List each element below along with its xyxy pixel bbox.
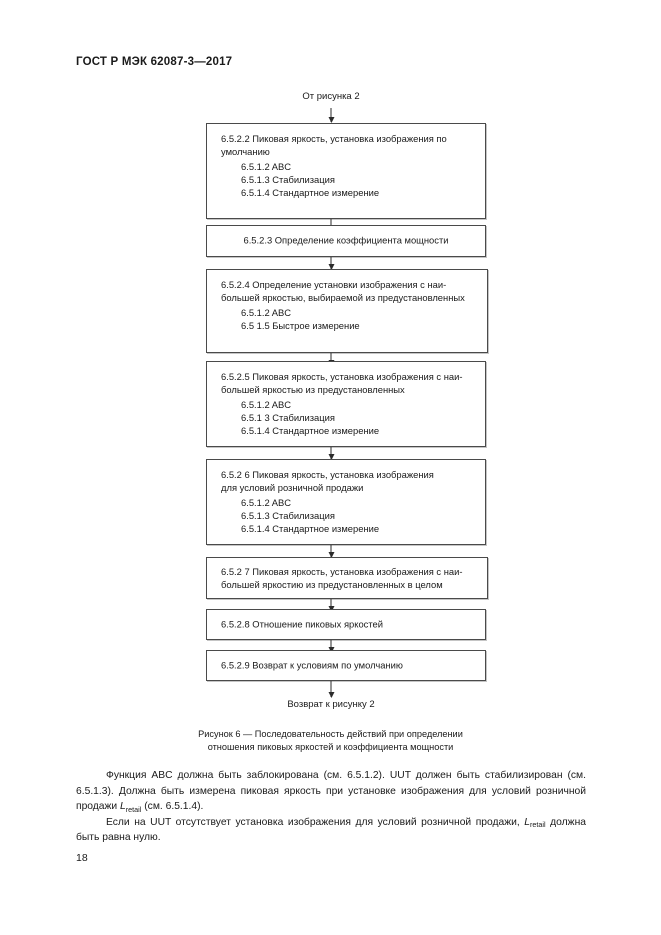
substep-item: 6.5 1.5 Быстрое измерение: [241, 319, 360, 331]
substep-item: 6.5.1.4 Стандартное измерение: [241, 186, 380, 198]
flow-node-title: 6.5.2.3 Определение коэффициента мощност…: [243, 234, 449, 246]
flowchart-entry-label: От рисунка 2: [302, 91, 360, 102]
flowchart-figure: От рисунка 2 6.5.2.2 Пиковая яркость, ус…: [0, 0, 661, 760]
paragraph-1-text-b: (см. 6.5.1.4).: [141, 801, 204, 813]
flow-node-title: 6.5.2 6 Пиковая яркость, установка изобр…: [221, 469, 434, 493]
arrow-node5-to-node6: [330, 545, 332, 557]
paragraph-1-text-a: Функция ABC должна быть заблокирована (с…: [76, 770, 586, 813]
arrow-node8-to-exit: [330, 681, 332, 697]
flow-node-6-5-2-6[interactable]: 6.5.2 6 Пиковая яркость, установка изобр…: [206, 459, 486, 545]
flow-node-6-5-2-2[interactable]: 6.5.2.2 Пиковая яркость, установка изобр…: [206, 123, 486, 219]
arrow-node7-to-node8: [330, 640, 332, 652]
flow-node-title: 6.5.2.8 Отношение пиковых яркостей: [221, 618, 384, 630]
arrow-entry-to-node1: [330, 108, 332, 122]
substep-item: 6.5.1.2 ABC: [241, 497, 292, 508]
paragraph-2: Если на UUT отсутствует установка изобра…: [76, 815, 586, 846]
substep-item: 6.5.1.2 ABC: [241, 161, 292, 172]
flow-node-6-5-2-3[interactable]: 6.5.2.3 Определение коэффициента мощност…: [206, 225, 486, 257]
flow-node-6-5-2-7[interactable]: 6.5.2 7 Пиковая яркость, установка изобр…: [206, 557, 488, 599]
flow-node-substeps: 6.5.1.2 ABC 6.5 1.5 Быстрое измерение: [241, 307, 479, 333]
paragraph-2-text-b: должна быть равна нулю.: [76, 816, 586, 844]
flowchart-exit-label: Возврат к рисунку 2: [287, 699, 375, 710]
symbol-l-retail-2: L: [524, 816, 531, 828]
arrow-node3-to-node4: [330, 353, 332, 365]
substep-item: 6.5.1.3 Стабилизация: [241, 173, 335, 185]
flow-node-substeps: 6.5.1.2 ABC 6.5.1 3 Стабилизация 6.5.1.4…: [241, 399, 477, 438]
substep-item: 6.5.1 3 Стабилизация: [241, 411, 335, 423]
arrow-node4-to-node5: [330, 447, 332, 459]
flow-node-title: 6.5.2.9 Возврат к условиям по умолчанию: [221, 659, 403, 671]
body-text: Функция ABC должна быть заблокирована (с…: [76, 768, 586, 846]
flow-node-title: 6.5.2.5 Пиковая яркость, установка изобр…: [221, 371, 463, 395]
flow-node-6-5-2-8[interactable]: 6.5.2.8 Отношение пиковых яркостей: [206, 609, 486, 640]
flow-node-6-5-2-9[interactable]: 6.5.2.9 Возврат к условиям по умолчанию: [206, 650, 486, 681]
figure-caption-line1: Рисунок 6 — Последовательность действий …: [198, 729, 463, 739]
page-number: 18: [76, 852, 88, 864]
substep-item: 6.5.1.2 ABC: [241, 307, 292, 318]
flow-node-substeps: 6.5.1.2 ABC 6.5.1.3 Стабилизация 6.5.1.4…: [241, 497, 477, 536]
subscript-retail-2: retail: [530, 820, 546, 830]
flow-node-title: 6.5.2 7 Пиковая яркость, установка изобр…: [221, 566, 463, 590]
arrow-node6-to-node7: [330, 599, 332, 611]
flow-node-title: 6.5.2.2 Пиковая яркость, установка изобр…: [221, 133, 447, 157]
document-header: ГОСТ Р МЭК 62087-3—2017: [76, 56, 233, 68]
flow-node-substeps: 6.5.1.2 ABC 6.5.1.3 Стабилизация 6.5.1.4…: [241, 161, 477, 200]
substep-item: 6.5.1.4 Стандартное измерение: [241, 424, 380, 436]
flow-node-title: 6.5.2.4 Определение установки изображени…: [221, 279, 465, 303]
arrow-node2-to-node3: [330, 257, 332, 269]
substep-item: 6.5.1.4 Стандартное измерение: [241, 522, 380, 534]
substep-item: 6.5.1.3 Стабилизация: [241, 509, 335, 521]
paragraph-2-text-a: Если на UUT отсутствует установка изобра…: [106, 816, 525, 828]
flow-node-6-5-2-5[interactable]: 6.5.2.5 Пиковая яркость, установка изобр…: [206, 361, 486, 447]
figure-caption: Рисунок 6 — Последовательность действий …: [0, 728, 661, 754]
figure-caption-line2: отношения пиковых яркостей и коэффициент…: [207, 742, 454, 752]
subscript-retail-1: retail: [125, 804, 142, 814]
substep-item: 6.5.1.2 ABC: [241, 399, 292, 410]
flow-node-6-5-2-4[interactable]: 6.5.2.4 Определение установки изображени…: [206, 269, 488, 353]
symbol-l-retail-1: L: [120, 801, 126, 813]
paragraph-1: Функция ABC должна быть заблокирована (с…: [76, 768, 586, 815]
